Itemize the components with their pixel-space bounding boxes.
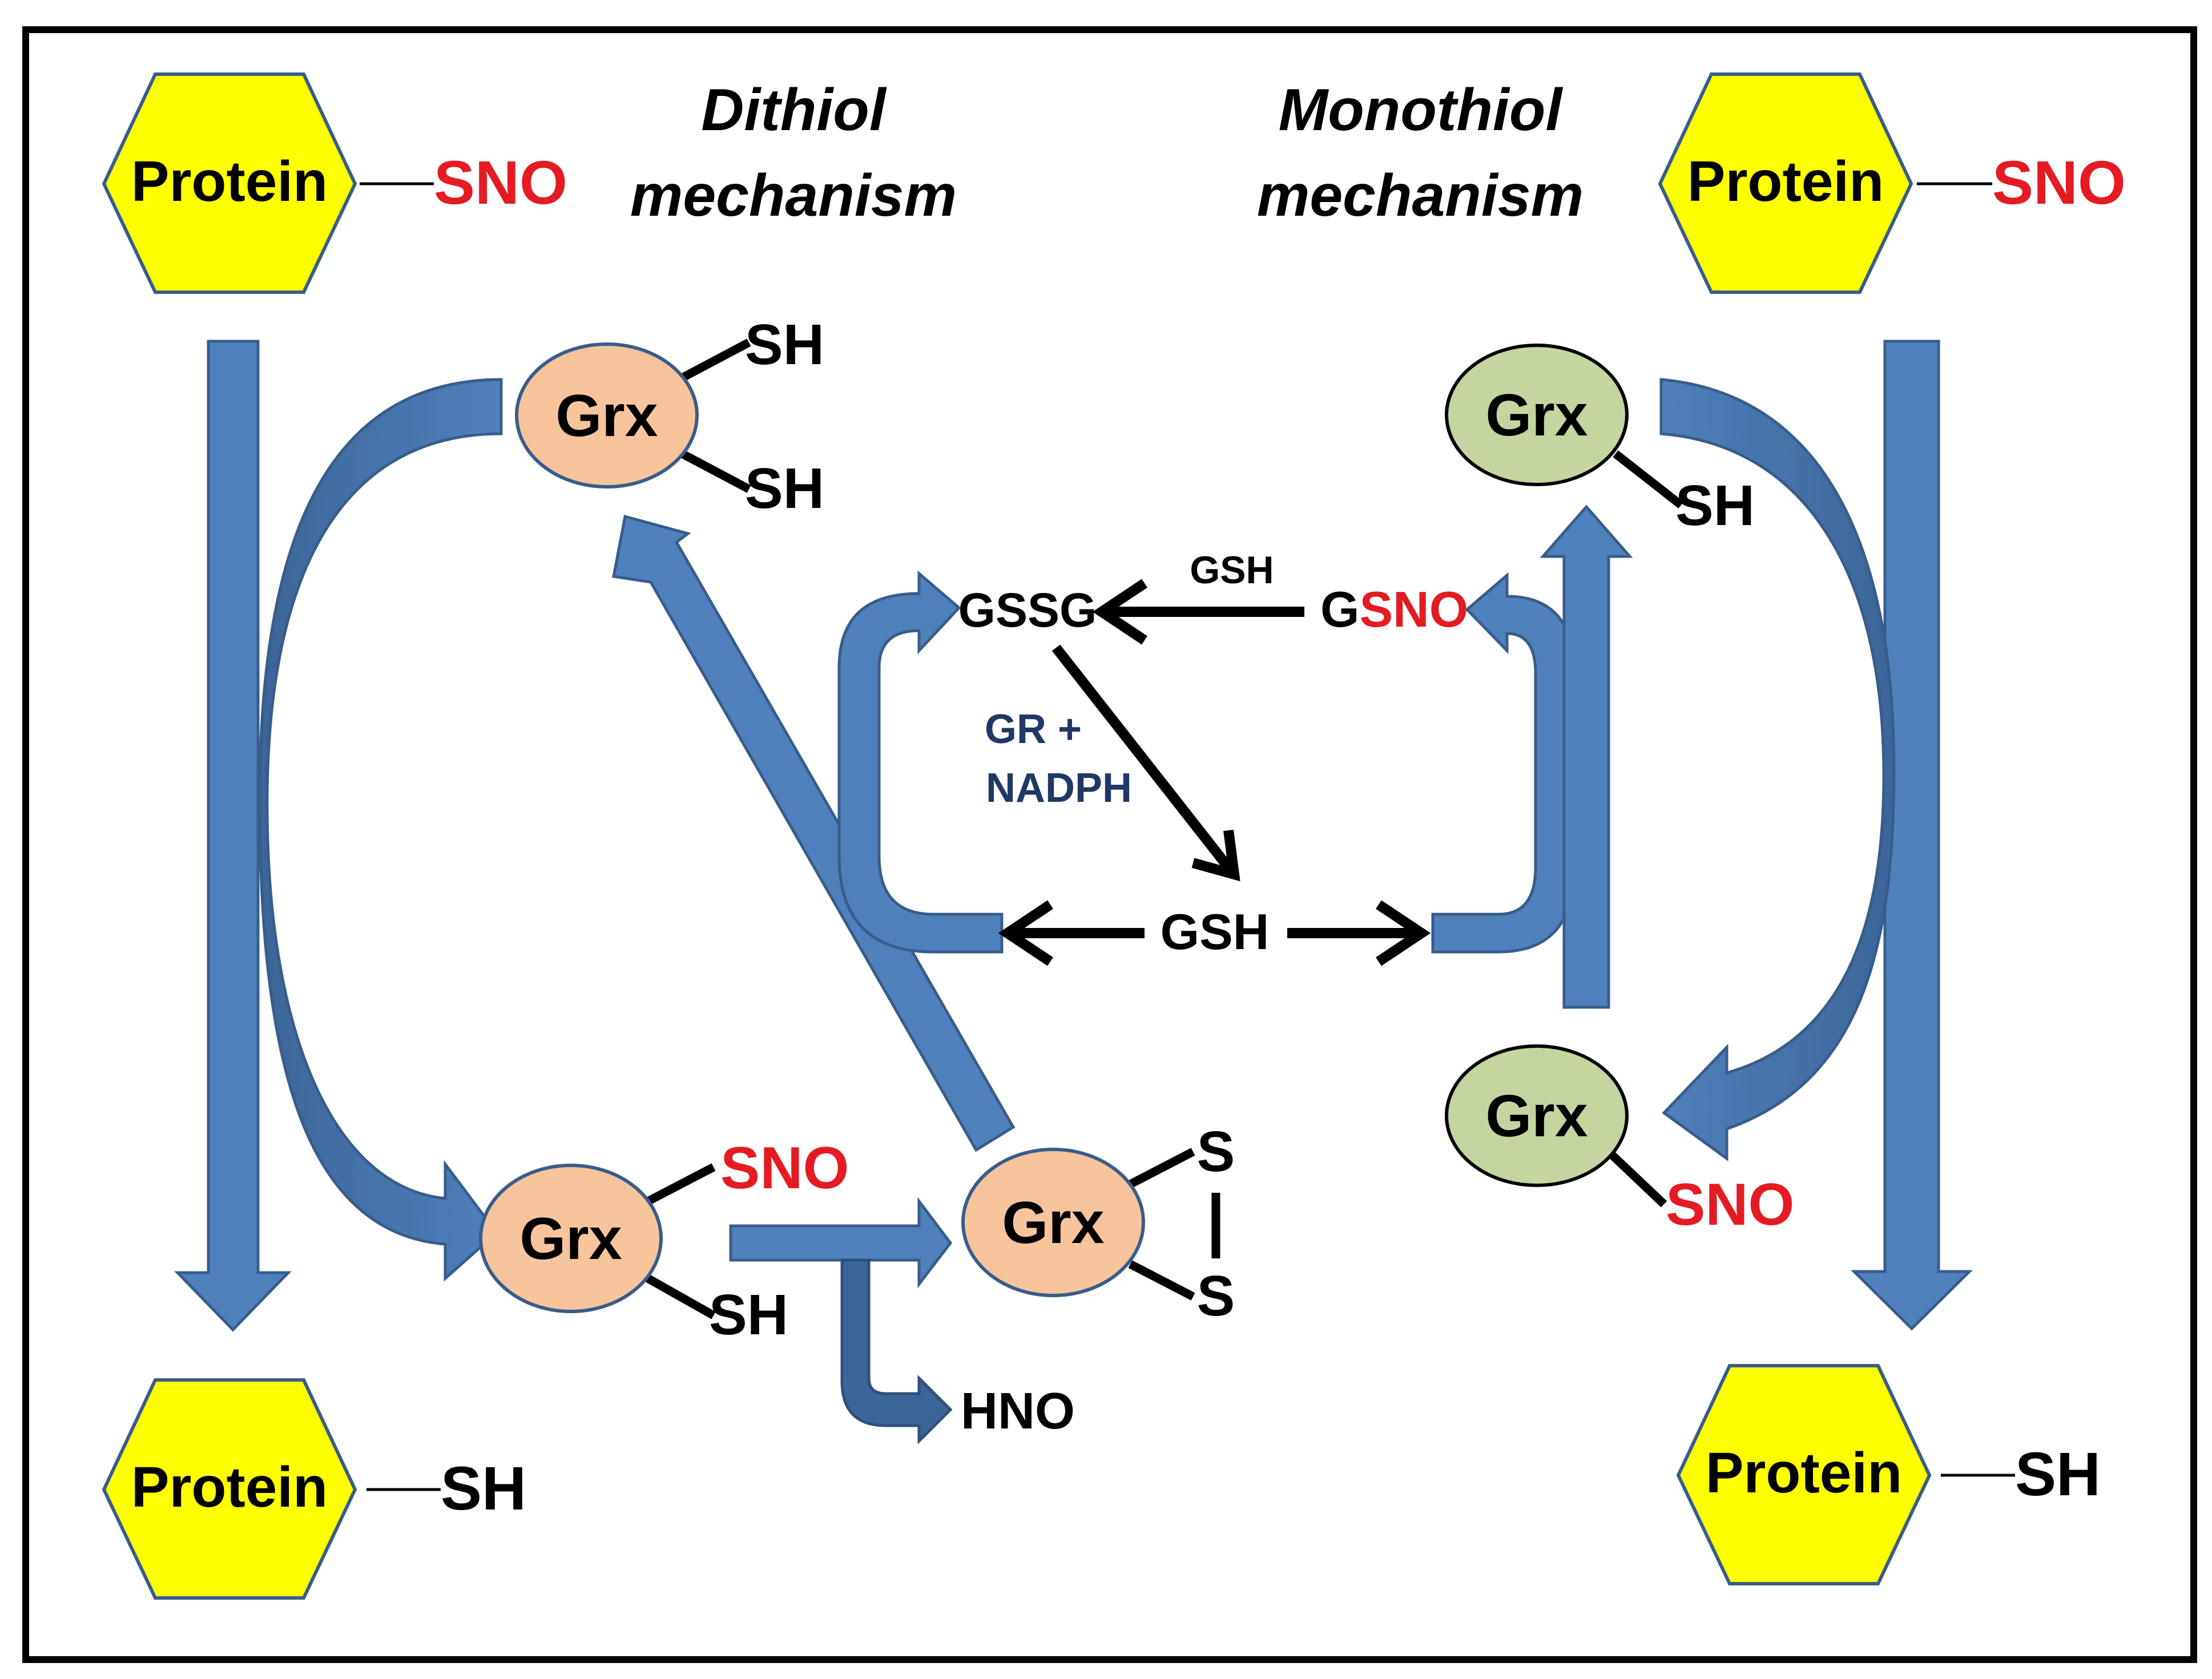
protein-label: Protein [131, 150, 328, 213]
sno-label: SNO [434, 148, 567, 217]
sh-label: SH [1675, 474, 1755, 538]
to-disulfide-arrow [729, 1197, 953, 1289]
sh-label: SH [2015, 1439, 2101, 1508]
monothiol-curved-arrow [1659, 378, 1896, 1161]
grx-monothiol-reduced: Grx SH [1445, 344, 1755, 538]
bond-grx1-sh-top [680, 338, 751, 382]
bond-grx2-sh [646, 1274, 716, 1319]
grx-monothiol-sno: Grx SNO [1445, 1044, 1794, 1238]
grx-dithiol-reduced: Grx SH SH [515, 313, 824, 520]
grx-dithiol-sno: Grx SNO SH [479, 1135, 849, 1347]
diagonal-regeneration-arrow [612, 514, 1016, 1152]
monothiol-title-line2: mechanism [1257, 163, 1584, 229]
protein-label: Protein [131, 1455, 328, 1519]
bond-grx3-s-top [1128, 1148, 1195, 1188]
sh-label: SH [441, 1454, 526, 1523]
gssg-label: GSSG [958, 583, 1097, 637]
left-down-arrow [174, 340, 292, 1332]
sno-label: SNO [720, 1135, 849, 1201]
bond-grx-mono-sh [1613, 450, 1684, 508]
sno-label: SNO [1666, 1172, 1794, 1238]
protein-label: Protein [1687, 150, 1884, 213]
hno-label: HNO [961, 1383, 1075, 1440]
right-down-arrow [1850, 340, 1973, 1331]
gsno-g: G [1320, 581, 1359, 637]
hno-branch-arrow [840, 1258, 953, 1445]
protein-sno-left: Protein SNO [102, 72, 567, 294]
dithiol-title-line1: Dithiol [701, 77, 887, 143]
monothiol-title-line1: Monothiol [1279, 77, 1564, 143]
sh-label: SH [745, 457, 824, 520]
gsh-to-gsno-u-arrow [1431, 572, 1576, 954]
grx-label: Grx [1485, 1083, 1588, 1149]
s-label: S [1197, 1264, 1235, 1328]
grx-label: Grx [555, 383, 658, 449]
bond-grx1-sh-bottom [680, 450, 751, 493]
grx-label: Grx [519, 1206, 622, 1272]
gsh-to-gssg-u-arrow [837, 570, 1004, 954]
protein-sh-right: Protein SH [1676, 1364, 2101, 1585]
protein-sno-right: Protein SNO [1658, 72, 2126, 294]
grx-label: Grx [1485, 382, 1588, 449]
sh-label: SH [745, 313, 824, 377]
bond-grx3-s-bottom [1128, 1260, 1195, 1301]
protein-label: Protein [1706, 1441, 1902, 1505]
bond-grx2-sno [646, 1163, 716, 1205]
gsh-center-label: GSH [1161, 903, 1270, 960]
grx-label: Grx [1002, 1190, 1104, 1256]
bond-grx-mono-sno [1606, 1149, 1667, 1208]
gsh-left-arrow [998, 900, 1145, 966]
gsno-sno: SNO [1359, 581, 1468, 637]
grx-dithiol-disulfide: Grx S S [961, 1120, 1235, 1328]
gr-label: GR + [985, 707, 1082, 752]
dithiol-title-line2: mechanism [630, 163, 957, 229]
gssg-to-gsh-arrow [1051, 644, 1240, 882]
dithiol-curved-arrow [258, 378, 503, 1282]
sno-label: SNO [1992, 148, 2126, 217]
monothiol-up-arrow [1540, 504, 1633, 1009]
gsh-arrow-label: GSH [1190, 548, 1274, 592]
gsno-to-gssg-arrow [1092, 579, 1304, 645]
protein-sh-left: Protein SH [102, 1378, 526, 1600]
sh-label: SH [709, 1283, 788, 1347]
s-label: S [1197, 1120, 1235, 1184]
gsno-label: GSNO [1320, 581, 1468, 637]
gsh-right-arrow [1287, 900, 1431, 966]
nadph-label: NADPH [986, 765, 1132, 811]
